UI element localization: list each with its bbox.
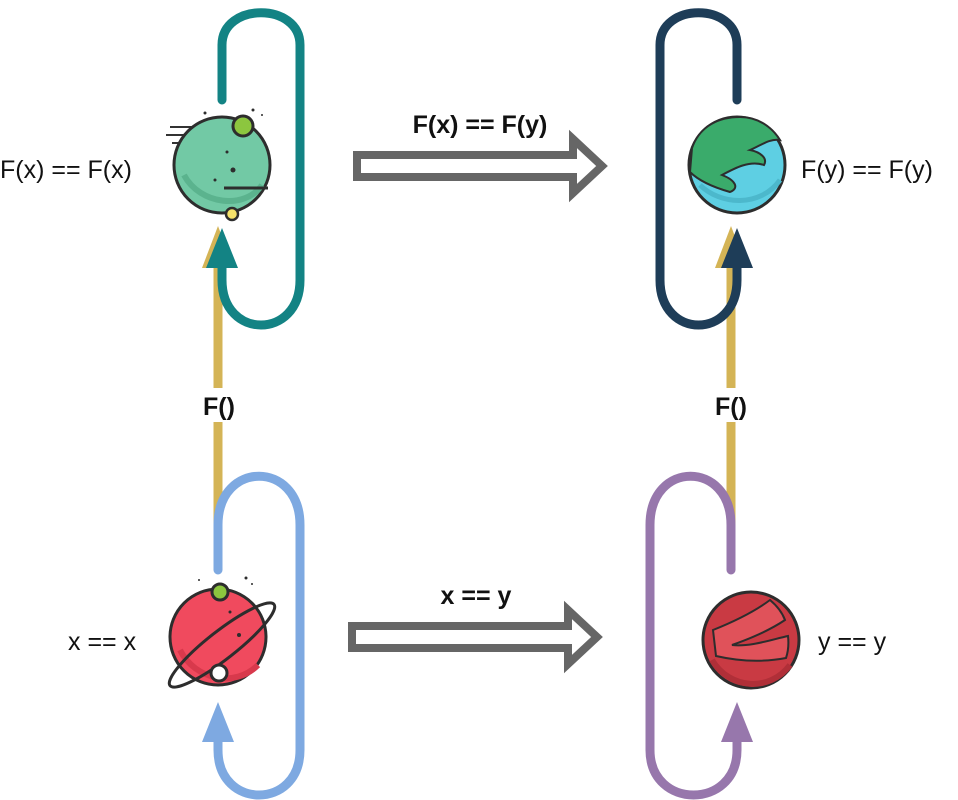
implication-arrow-top bbox=[353, 129, 608, 203]
implication-arrow-bottom bbox=[348, 600, 603, 674]
f-label-left: F() bbox=[203, 393, 235, 421]
f-label-left-group: F() bbox=[196, 388, 242, 422]
loop-y bbox=[645, 471, 753, 800]
planet-fy-icon bbox=[687, 115, 787, 215]
f-label-right: F() bbox=[715, 393, 747, 421]
label-y-y: y == y bbox=[818, 628, 887, 656]
f-label-right-group: F() bbox=[708, 388, 754, 422]
implication-label-top: F(x) == F(y) bbox=[413, 111, 548, 139]
loop-x bbox=[202, 471, 305, 800]
label-fx-fx: F(x) == F(x) bbox=[0, 156, 132, 184]
implication-label-bottom: x == y bbox=[441, 582, 512, 610]
planet-x-icon bbox=[167, 576, 277, 689]
planet-y-icon bbox=[701, 590, 801, 690]
planet-fx-icon bbox=[166, 108, 272, 222]
label-fy-fy: F(y) == F(y) bbox=[801, 156, 933, 184]
label-x-x: x == x bbox=[68, 628, 137, 656]
loop-fx bbox=[206, 8, 305, 330]
loop-fy bbox=[655, 8, 753, 330]
